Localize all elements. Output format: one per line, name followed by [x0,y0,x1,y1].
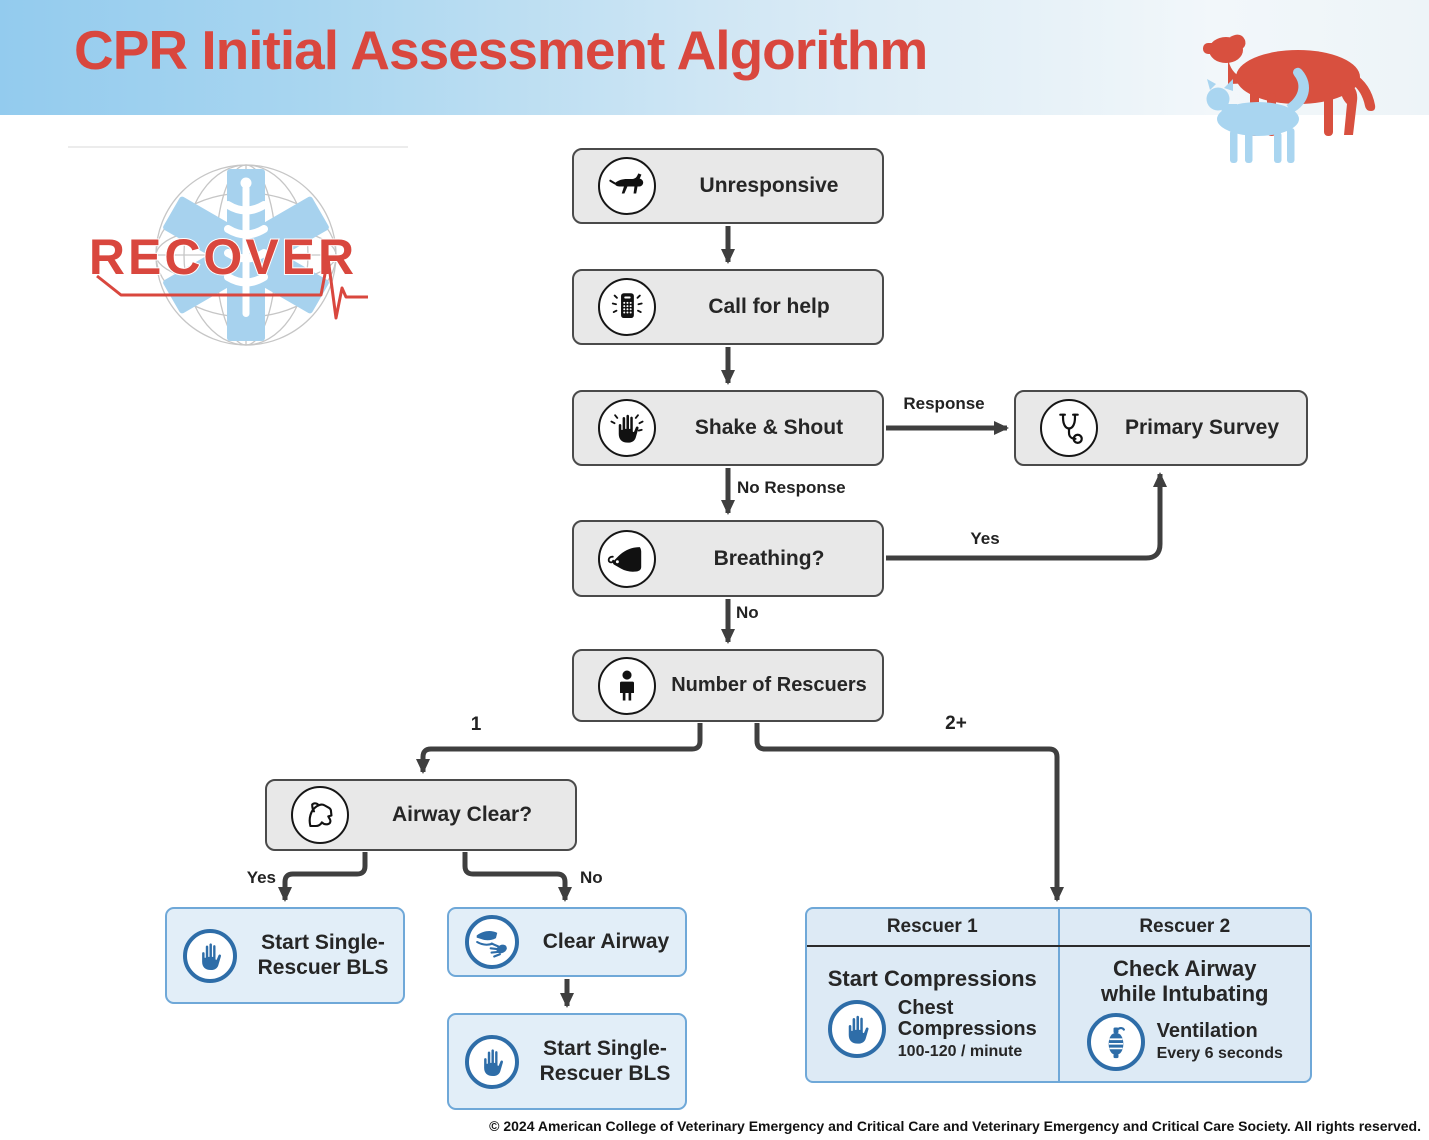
node-label-line1: Start Single- [261,931,385,955]
task-line1: Chest [897,996,954,1019]
hand-icon [183,928,237,983]
node-unresponsive: Unresponsive [572,148,884,224]
ekg-line-icon [96,256,368,320]
recover-logo: RECOVER [88,164,368,346]
person-icon [598,656,656,715]
node-label: Breathing? [713,546,825,570]
edge-label-airway-no: No [580,868,603,887]
rescuer2-title: Check Airway while Intubating [1101,957,1268,1006]
node-label: Start Single- Rescuer BLS [533,1037,685,1085]
rescuer-table-header: Rescuer 1 Rescuer 2 [807,909,1310,947]
task-detail: Every 6 seconds [1156,1044,1283,1062]
ambu-bag-icon [1086,1012,1145,1071]
divider-line [68,146,408,148]
dog-lying-icon [598,157,656,215]
rescuer2-title-line1: Check Airway [1113,956,1257,982]
rescuer-table-body: Start Compressions Chest Compressions 10… [807,947,1310,1081]
arrow-yes-primarysurvey [886,472,1167,561]
edge-label-airway-yes: Yes [246,868,276,887]
recover-wordmark: RECOVER [89,229,357,285]
rescuer-table: Rescuer 1 Rescuer 2 Start Compressions C… [805,907,1312,1083]
node-label: Unresponsive [699,174,839,198]
phone-icon [598,278,656,336]
arrow-airwayyes-bls [278,852,368,902]
copyright-notice: © 2024 American College of Veterinary Em… [489,1118,1421,1134]
edge-label-no-response: No Response [737,478,846,497]
edge-label-one-rescuer: 1 [470,714,482,735]
node-label: Start Single- Rescuer BLS [251,931,403,979]
edge-label-response: Response [903,394,985,413]
node-primary-survey: Primary Survey [1014,390,1308,466]
node-label-line1: Start Single- [543,1037,667,1061]
rescuer2-task: Ventilation Every 6 seconds [1086,1012,1283,1071]
rescuer1-cell: Start Compressions Chest Compressions 10… [807,947,1058,1081]
hand-icon [827,1000,886,1059]
rescuer2-task-text: Ventilation Every 6 seconds [1156,1019,1283,1063]
dog-muzzle-breath-icon [598,529,656,588]
task-detail: 100-120 / minute [897,1042,1023,1060]
edge-label-yes: Yes [970,529,1000,548]
caduceus-icon [224,177,268,317]
stethoscope-icon [1040,399,1098,457]
dog-cat-logo [1203,34,1376,163]
node-number-of-rescuers: Number of Rescuers [572,649,884,722]
node-label: Airway Clear? [391,803,533,827]
node-airway-clear: Airway Clear? [265,779,577,851]
node-call-for-help: Call for help [572,269,884,345]
node-label: Call for help [708,295,830,319]
task-name: Ventilation [1156,1019,1258,1042]
node-start-single-rescuer-bls: Start Single- Rescuer BLS [165,907,405,1004]
hand-icon [465,1034,519,1089]
node-label-line2: Rescuer BLS [539,1061,671,1085]
rescuer2-header: Rescuer 2 [1057,909,1311,945]
node-clear-airway: Clear Airway [447,907,687,977]
arrow-airwayno-clearairway [462,852,572,902]
task-line2: Compressions [897,1017,1037,1040]
header-banner: CPR Initial Assessment Algorithm [0,0,1429,115]
node-start-single-rescuer-bls-2: Start Single- Rescuer BLS [447,1013,687,1110]
node-label: Clear Airway [542,930,670,954]
rescuer1-header: Rescuer 1 [886,916,978,937]
rescuer1-task: Chest Compressions 100-120 / minute [827,996,1037,1061]
rescuer2-cell: Check Airway while Intubating Ventilatio… [1057,947,1311,1081]
arrow-twoplus-table [754,723,1064,902]
node-label-line2: Rescuer BLS [257,955,389,979]
cat-silhouette [1206,67,1310,163]
node-breathing: Breathing? [572,520,884,597]
node-shake-shout: Shake & Shout [572,390,884,466]
clear-airway-icon [465,915,519,969]
node-label: Shake & Shout [694,416,844,440]
rescuer1-title: Start Compressions [827,966,1037,992]
shaking-hand-icon [598,399,656,457]
dog-head-outline-icon [291,786,349,844]
rescuer2-title-line2: while Intubating [1101,981,1269,1006]
node-label: Primary Survey [1124,416,1280,440]
edge-label-two-plus-rescuers: 2+ [945,713,967,734]
rescuer1-task-text: Chest Compressions 100-120 / minute [897,996,1037,1061]
page-title: CPR Initial Assessment Algorithm [74,19,928,81]
edge-label-no: No [736,603,759,622]
node-label: Number of Rescuers [671,674,867,697]
